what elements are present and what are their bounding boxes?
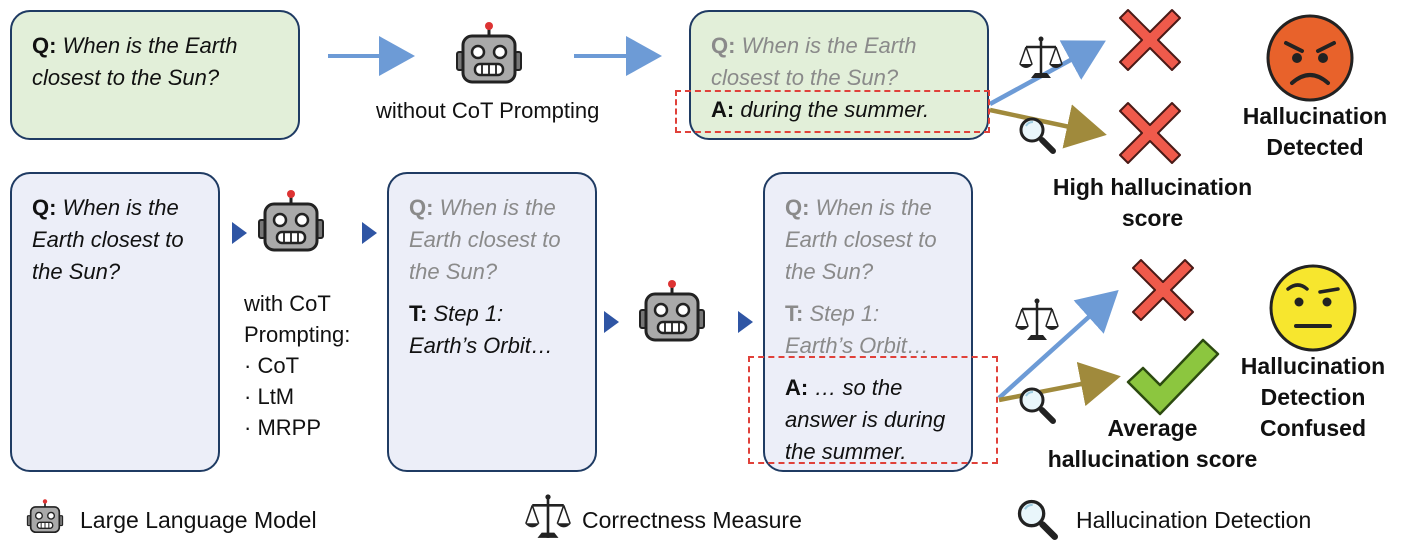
- cross-icon: [1119, 102, 1181, 164]
- legend-llm: Large Language Model: [80, 507, 317, 533]
- robot-icon: [455, 20, 523, 84]
- method-item: · LtM: [244, 384, 295, 409]
- scale-icon: [523, 493, 573, 540]
- arrow-detection-top: [989, 104, 1107, 149]
- bottom-answer-box: Q: When is the Earth closest to the Sun?…: [763, 172, 973, 472]
- t-label: T:: [409, 301, 428, 326]
- cross-icon: [1119, 9, 1181, 71]
- q-label: Q:: [785, 195, 810, 220]
- triangle-arrow-icon: [604, 311, 619, 333]
- result-label-top: Hallucination Detected: [1242, 103, 1388, 160]
- check-icon: [1126, 338, 1220, 416]
- method-label-bottom: with CoT Prompting: · CoT · LtM · MRPP: [244, 288, 374, 443]
- scale-icon: [1013, 297, 1061, 342]
- triangle-arrow-icon: [738, 311, 753, 333]
- method-heading: with CoT Prompting:: [244, 291, 351, 347]
- confused-face-icon: [1269, 264, 1357, 352]
- bottom-thought-box: Q: When is the Earth closest to the Sun?…: [387, 172, 597, 472]
- bottom-question-box: Q: When is the Earth closest to the Sun?: [10, 172, 220, 472]
- triangle-arrow-icon: [232, 222, 247, 244]
- thought-text: Step 1: Earth’s Orbit…: [785, 301, 929, 358]
- arrow-correctness-bottom: [997, 289, 1119, 400]
- method-item: · CoT: [244, 353, 300, 378]
- scale-icon: [1017, 35, 1065, 80]
- t-label: T:: [785, 301, 804, 326]
- robot-icon: [638, 278, 706, 342]
- magnifier-icon: [1020, 502, 1055, 537]
- answer-text: during the summer.: [740, 97, 930, 122]
- arrow-detection-bottom: [998, 361, 1121, 407]
- score-label-bottom: Average hallucination score: [1047, 415, 1258, 472]
- triangle-arrow-icon: [362, 222, 377, 244]
- thought-text: Step 1: Earth’s Orbit…: [409, 301, 553, 358]
- method-label-top: without CoT Prompting: [376, 98, 600, 123]
- q-label: Q:: [711, 33, 736, 58]
- q-label: Q:: [409, 195, 434, 220]
- robot-icon: [257, 188, 325, 252]
- method-item: · MRPP: [244, 415, 322, 440]
- top-answer-box: Q: When is the Earth closest to the Sun?…: [689, 10, 989, 140]
- answer-highlight-bottom: [748, 356, 998, 464]
- legend-detection: Hallucination Detection: [1076, 507, 1312, 533]
- cross-icon: [1132, 259, 1194, 321]
- top-question-box: Q: When is the Earth closest to the Sun?: [10, 10, 300, 140]
- answer-text: … so the answer is during the summer.: [785, 375, 946, 464]
- a-label: A:: [785, 375, 809, 400]
- result-label-bottom: Hallucination Detection Confused: [1240, 353, 1386, 441]
- robot-icon: [26, 498, 64, 534]
- a-label: A:: [711, 97, 735, 122]
- angry-face-icon: [1266, 14, 1354, 102]
- question-text: When is the Earth closest to the Sun?: [32, 195, 184, 284]
- legend-correctness: Correctness Measure: [582, 507, 802, 533]
- question-text: When is the Earth closest to the Sun?: [785, 195, 937, 284]
- score-label-top: High hallucination score: [1052, 174, 1253, 231]
- q-label: Q:: [32, 33, 57, 58]
- question-text: When is the Earth closest to the Sun?: [409, 195, 561, 284]
- question-text: When is the Earth closest to the Sun?: [711, 33, 917, 90]
- answer-highlight-top: [675, 90, 990, 133]
- question-text: When is the Earth closest to the Sun?: [32, 33, 238, 90]
- q-label: Q:: [32, 195, 57, 220]
